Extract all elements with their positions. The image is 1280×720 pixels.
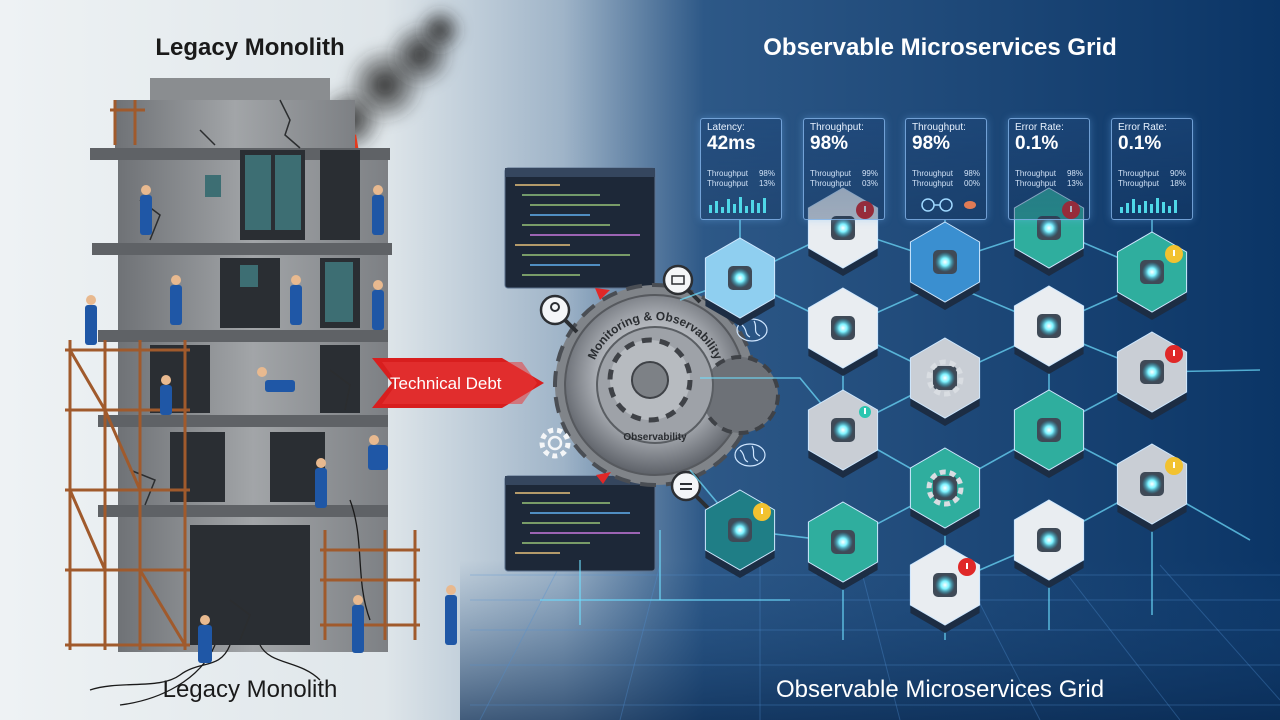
metric-row-label: Throughput bbox=[707, 179, 748, 188]
microservice-node bbox=[704, 489, 776, 578]
metric-row-value: 00% bbox=[963, 179, 980, 188]
metric-row-value: 13% bbox=[1066, 179, 1083, 188]
microservice-node bbox=[704, 237, 776, 326]
sparkline bbox=[709, 197, 766, 213]
monitoring-gear bbox=[553, 283, 780, 487]
metric-row-value: 98% bbox=[1066, 169, 1083, 178]
metric-label: Latency: bbox=[707, 122, 745, 133]
service-glow bbox=[833, 218, 853, 238]
metric-row-value: 98% bbox=[963, 169, 980, 178]
metric-row-value: 03% bbox=[861, 179, 878, 188]
glasses-icon bbox=[921, 198, 976, 212]
metric-card-throughput: Throughput: 98% Throughput 99% Throughpu… bbox=[803, 118, 885, 220]
title-bottom-left: Legacy Monolith bbox=[162, 676, 338, 703]
microservice-node bbox=[1116, 443, 1188, 532]
microservice-node bbox=[909, 447, 981, 536]
metric-label: Throughput: bbox=[912, 122, 966, 133]
brain-icon bbox=[734, 443, 766, 467]
microservice-node bbox=[1013, 285, 1085, 374]
metric-value: 0.1% bbox=[1015, 133, 1059, 154]
metric-label: Throughput: bbox=[810, 122, 864, 133]
microservice-node bbox=[807, 501, 879, 590]
service-glow bbox=[1142, 474, 1162, 494]
metric-value: 98% bbox=[810, 133, 849, 154]
sparkline bbox=[1120, 198, 1177, 213]
microservice-node bbox=[807, 389, 879, 478]
service-glow bbox=[833, 420, 853, 440]
microservice-node bbox=[909, 544, 981, 633]
metric-label: Error Rate: bbox=[1015, 122, 1064, 133]
metric-row-label: Throughput bbox=[810, 179, 851, 188]
code-window-bottom-content bbox=[504, 475, 656, 572]
metric-row-value: 13% bbox=[758, 179, 775, 188]
metric-value: 0.1% bbox=[1118, 133, 1162, 154]
microservice-node bbox=[1116, 331, 1188, 420]
workers bbox=[85, 185, 457, 663]
service-glow bbox=[935, 478, 955, 498]
service-glow bbox=[833, 318, 853, 338]
metric-row-label: Throughput bbox=[912, 179, 953, 188]
magnifier-icon bbox=[539, 294, 579, 334]
title-top-left: Legacy Monolith bbox=[155, 34, 345, 61]
service-glow bbox=[730, 268, 750, 288]
metric-row-label: Throughput bbox=[810, 169, 851, 178]
metric-row-label: Throughput bbox=[1118, 169, 1159, 178]
service-glow bbox=[730, 520, 750, 540]
service-glow bbox=[935, 575, 955, 595]
microservice-node bbox=[1116, 231, 1188, 320]
service-glow bbox=[1039, 316, 1059, 336]
technical-debt-label: Technical Debt bbox=[390, 374, 502, 393]
metric-row-label: Throughput bbox=[912, 169, 953, 178]
metric-row-value: 90% bbox=[1169, 169, 1186, 178]
metric-row-label: Throughput bbox=[1015, 179, 1056, 188]
gear-icon bbox=[539, 427, 571, 459]
microservice-node bbox=[807, 287, 879, 376]
microservice-node bbox=[1013, 389, 1085, 478]
brain-icon bbox=[736, 318, 768, 342]
microservice-node bbox=[909, 337, 981, 426]
metric-row-value: 18% bbox=[1169, 179, 1186, 188]
magnifier-icon bbox=[670, 470, 710, 510]
service-glow bbox=[1039, 530, 1059, 550]
metric-card-error-rate: Error Rate: 0.1% Throughput 90% Throughp… bbox=[1111, 118, 1193, 220]
gear-icon bbox=[926, 359, 964, 397]
scaffolding bbox=[65, 100, 420, 650]
microservice-grid bbox=[704, 187, 1188, 633]
floor-grid bbox=[470, 564, 1280, 720]
metric-card-error-rate: Error Rate: 0.1% Throughput 98% Throughp… bbox=[1008, 118, 1090, 220]
metric-row-value: 99% bbox=[861, 169, 878, 178]
metric-row-label: Throughput bbox=[1118, 179, 1159, 188]
title-bottom-right: Observable Microservices Grid bbox=[775, 676, 1105, 703]
service-glow bbox=[1039, 420, 1059, 440]
service-glow bbox=[1039, 218, 1059, 238]
service-glow bbox=[1142, 262, 1162, 282]
metric-value: 42ms bbox=[707, 133, 756, 154]
metric-label: Error Rate: bbox=[1118, 122, 1167, 133]
metric-value: 98% bbox=[912, 133, 951, 154]
metric-row-label: Throughput bbox=[707, 169, 748, 178]
service-glow bbox=[833, 532, 853, 552]
metric-card-latency: Latency: 42ms Throughput 98% Throughput … bbox=[700, 118, 782, 220]
service-glow bbox=[935, 368, 955, 388]
technical-debt-banner: Technical Debt bbox=[372, 350, 544, 416]
floor-shade bbox=[460, 560, 1280, 720]
service-glow bbox=[935, 252, 955, 272]
monolith-tower bbox=[89, 78, 392, 706]
gear-icon bbox=[926, 469, 964, 507]
alert-marker-icon bbox=[595, 288, 611, 484]
microservice-node bbox=[1013, 499, 1085, 588]
title-top-right: Observable Microservices Grid bbox=[763, 34, 1117, 61]
code-window-top-content bbox=[504, 167, 656, 289]
service-glow bbox=[1142, 362, 1162, 382]
metric-row-label: Throughput bbox=[1015, 169, 1056, 178]
magnifier-icon bbox=[662, 264, 702, 304]
gear-inner-text: Observability bbox=[623, 432, 687, 443]
metric-card-throughput: Throughput: 98% Throughput 98% Throughpu… bbox=[905, 118, 987, 220]
microservice-node bbox=[909, 221, 981, 310]
metric-row-value: 98% bbox=[758, 169, 775, 178]
